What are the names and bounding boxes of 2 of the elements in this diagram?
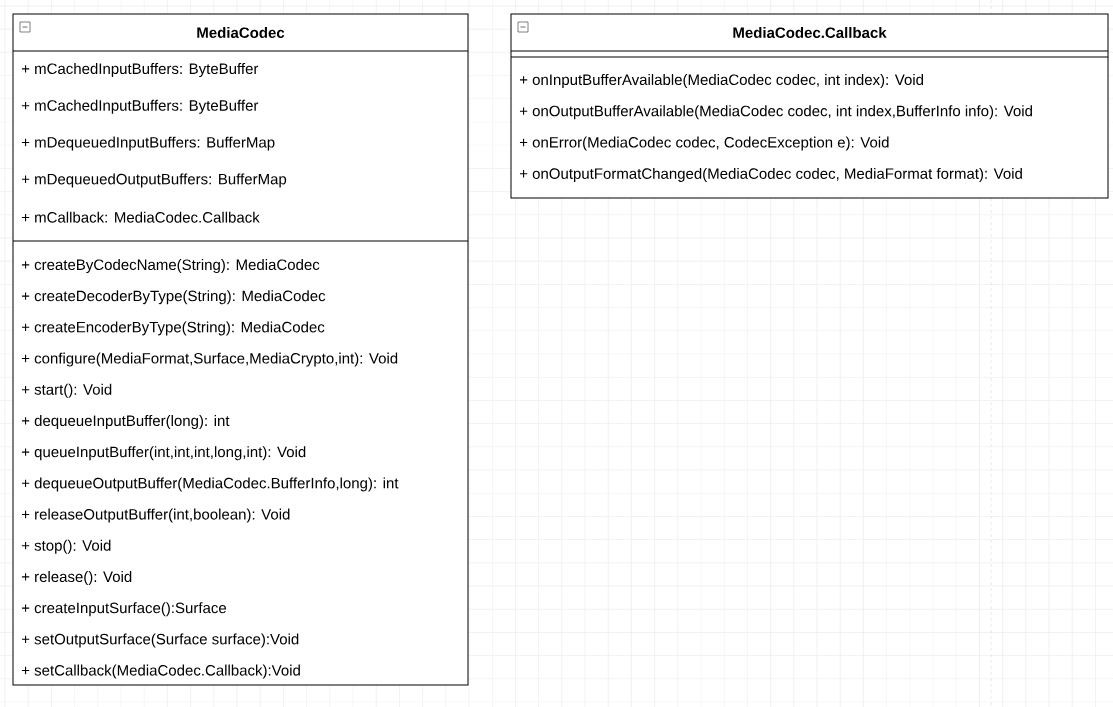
- class-box: MediaCodec.Callback + onInputBufferAvailable(MediaCodec codec, int index): Void + onOutputBufferAvailable(MediaCodec codec, int index,BufferInfo info): Void + onError(MediaCodec codec, CodecException e): Void + onOutputFormatChanged(MediaCodec codec, MediaFormat format): Void: [510, 13, 1109, 199]
- class-box: MediaCodec + mCachedInputBuffers: ByteBuffer + mCachedInputBuffers: ByteBuffer + mDequeuedInputBuffers: BufferMap + mDequeuedOutputBuffers: BufferMap + mCallback: MediaCodec.Callback + createByCodecName(String): MediaCodec + createDecoderByType(String): MediaCodec + createEncoderByType(String): MediaCodec + configure(MediaFormat,Surface,MediaCrypto,int): Void + start(): Void + dequeueInputBuffer(long): int + queueInputBuffer(int,int,int,long,int): Void + dequeueOutputBuffer(MediaCodec.BufferInfo,long): int + releaseOutputBuffer(int,boolean): Void + stop(): Void + release(): Void + createInputSurface():Surface + setOutputSurface(Surface surface):Void + setCallback(MediaCodec.Callback):Void: [12, 13, 469, 686]
